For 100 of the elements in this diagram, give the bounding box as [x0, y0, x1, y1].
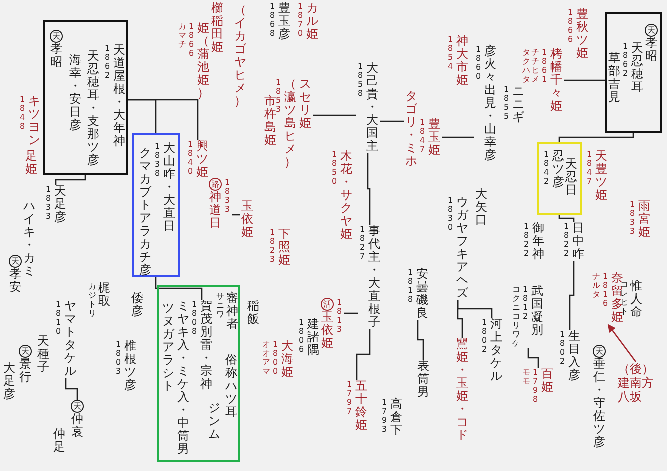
side-note: 1866	[566, 8, 574, 44]
name-label: 下照姫	[278, 228, 291, 267]
side-note: 1827	[358, 225, 366, 261]
name-label: 高倉下	[390, 398, 403, 437]
family-line	[417, 320, 424, 360]
name-label: 孝昭	[50, 43, 63, 69]
name-label: 事代主・大直根子	[368, 225, 381, 329]
name-label: ウガヤフキアヘズ	[456, 196, 469, 300]
side-note: オオアマ	[262, 340, 271, 376]
side-note: 1802	[558, 330, 566, 366]
family-line	[367, 153, 371, 225]
side-note: チチヒメ	[531, 48, 540, 84]
side-note: 1858	[356, 62, 364, 98]
name-label: 大山咋・大直日	[163, 142, 176, 233]
side-note: 1854	[446, 35, 454, 71]
name-label: ツヌガアラシト	[162, 302, 175, 393]
name-label: 栲幡千々姫	[550, 48, 563, 113]
name-label: タゴリ・ミホ	[405, 90, 418, 168]
circled-mark: 天	[71, 400, 84, 413]
name-label: ニニギ	[512, 85, 525, 124]
family-line	[564, 80, 605, 82]
name-label: 五十鈴姫	[355, 380, 368, 432]
circled-mark: 活	[321, 298, 334, 311]
name-label: 表筒男	[417, 360, 430, 399]
name-label: 豊秋ツ姫	[576, 8, 589, 60]
family-line	[558, 133, 634, 142]
side-note: 1830	[446, 196, 454, 232]
side-note: 1868	[268, 2, 276, 38]
circled-mark: 天	[645, 24, 658, 37]
frame-box	[43, 20, 128, 175]
name-label: （後）	[618, 362, 654, 376]
name-label: 天忍日	[565, 158, 578, 197]
name-label: 興ツ姫	[196, 140, 209, 179]
name-label: 稲飯	[247, 300, 260, 326]
side-note: 1838	[154, 142, 162, 178]
name-label: 百姫	[541, 368, 554, 394]
name-label: 雨宮姫	[638, 200, 651, 239]
name-label: 忍ツ彦	[552, 150, 565, 189]
family-line	[569, 261, 575, 330]
name-label: 俗称ハツ耳	[225, 354, 238, 419]
family-line	[65, 378, 78, 400]
side-note: 1842	[542, 150, 550, 186]
name-label: 建諸隅	[307, 318, 320, 357]
side-note: 1853	[276, 78, 282, 114]
frame-box	[157, 285, 240, 462]
side-note: 1800	[272, 340, 280, 376]
name-label: ジンム	[208, 402, 221, 441]
name-label: 姫（蒲池姫）	[197, 22, 210, 100]
name-label: 安曇磯良	[416, 268, 429, 320]
frame-box	[605, 12, 662, 133]
name-label: 梶取	[98, 282, 111, 308]
name-label: 垂仁・守佐ツ彦	[593, 358, 606, 449]
name-label: 木花・サクヤ姫	[340, 150, 353, 241]
side-note: カジトリ	[88, 282, 97, 318]
name-label: 大海姫	[281, 340, 294, 379]
name-label: 日中咋	[572, 222, 585, 261]
side-note: 1812	[522, 285, 530, 321]
side-note: 1870	[296, 2, 304, 38]
name-label: 天足彦	[54, 185, 67, 224]
name-label: 豊玉姫	[428, 118, 441, 157]
name-label: 生目入彦	[568, 330, 581, 382]
name-label: 鸎姫・玉姫・コド	[456, 338, 469, 442]
name-label: 足姫	[25, 150, 38, 176]
family-line	[558, 215, 575, 222]
name-label: 神大市姫	[456, 35, 469, 87]
family-line	[232, 214, 240, 216]
side-note: 1866	[188, 22, 196, 58]
name-label: 天忍穂耳	[631, 42, 644, 94]
name-label: 神道日	[209, 191, 222, 230]
name-label: 草部吉見	[608, 52, 621, 104]
side-note: 1808	[190, 300, 198, 336]
side-note: 1798	[532, 368, 540, 404]
circled-mark: 天	[9, 255, 22, 268]
name-label: 天忍穂耳・支那ツ彦	[87, 50, 100, 167]
side-note: 1806	[298, 318, 306, 354]
side-note: 1816	[602, 272, 610, 308]
family-line	[356, 329, 371, 380]
side-note: 1833	[628, 200, 636, 236]
family-line	[380, 120, 404, 122]
name-label: 賀茂別雷・宗神	[200, 300, 213, 391]
name-label: 玉依姫	[241, 200, 254, 239]
name-label: 天豊ツ姫	[595, 150, 608, 202]
side-note: 1855	[502, 85, 510, 121]
family-line	[128, 99, 199, 140]
name-label: 大矢口	[475, 188, 488, 227]
name-label: 大足彦	[3, 362, 16, 401]
family-line	[55, 175, 86, 185]
name-label: ヤマトタケル	[64, 300, 77, 378]
circled-mark: 路	[209, 178, 222, 191]
name-label: 孝昭	[645, 37, 658, 63]
side-note: 1861	[540, 48, 548, 84]
side-note: 1840	[186, 140, 194, 176]
name-label: スセリ姫	[299, 78, 312, 130]
name-label: 天種子	[37, 335, 50, 374]
name-label: 彦火々出見・山幸彦	[484, 45, 497, 162]
side-note: 1833	[44, 185, 52, 221]
name-label: （イカゴヤヒメ）	[234, 4, 247, 108]
name-label: 武国凝別	[531, 285, 544, 337]
side-note: 1847	[418, 118, 426, 154]
side-note: 1797	[346, 380, 354, 416]
